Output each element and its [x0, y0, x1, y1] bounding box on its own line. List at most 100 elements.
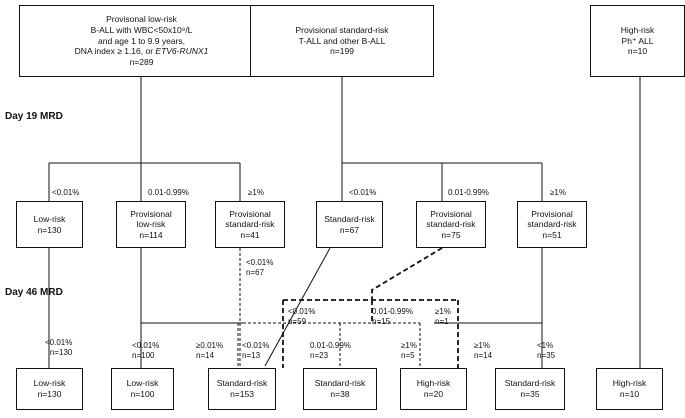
- mid-box-provisional-standard-risk-41: Provisional standard-risk n=41: [215, 201, 285, 248]
- d46-label-e: <0.01% n=13: [242, 341, 269, 360]
- bottom-2-n: n=100: [130, 389, 155, 399]
- d19-label-1: <0.01%: [52, 188, 80, 197]
- d46-label-h: ≥1% n=1: [435, 307, 451, 326]
- d46-a-n: n=130: [49, 347, 73, 357]
- top-std-line2: T-ALL and other B-ALL: [298, 35, 386, 46]
- d46-label-g: 0.01-0.99% n=15: [372, 307, 413, 326]
- d46-label-j: ≥1% n=5: [401, 341, 417, 360]
- top-low-n: n=289: [129, 56, 154, 67]
- d46-label-l: <1% n=35: [537, 341, 555, 360]
- d46-c-pct: ≥0.01%: [196, 341, 224, 350]
- d46-label-b: <0.01% n=100: [132, 341, 159, 360]
- mid-box-3-n: n=41: [240, 229, 260, 240]
- top-high-line1: High-risk: [620, 25, 655, 36]
- mid-box-2-n: n=114: [139, 229, 163, 240]
- bottom-6-line1: Standard-risk: [504, 378, 556, 389]
- d46-f-n: n=59: [288, 316, 307, 326]
- d46-label-f: <0.01% n=59: [288, 307, 315, 326]
- top-std-line1: Provisional standard-risk: [295, 25, 389, 36]
- d46-label-k: ≥1% n=14: [474, 341, 492, 360]
- d19-label-2: 0.01-0.99%: [148, 188, 189, 197]
- mid-box-5-line1: Provisional: [430, 208, 472, 219]
- mid-box-4-n: n=67: [339, 224, 360, 235]
- bottom-box-standard-risk-35: Standard-risk n=35: [495, 368, 565, 410]
- bottom-box-low-risk-130: Low-risk n=130: [16, 368, 83, 410]
- d46-e-pct: <0.01%: [242, 341, 270, 350]
- stage-day19: Day 19 MRD: [5, 111, 63, 122]
- bottom-2-line1: Low-risk: [126, 378, 159, 389]
- bottom-6-n: n=35: [520, 389, 540, 399]
- d46-j-pct: ≥1%: [401, 341, 417, 350]
- stage-day46: Day 46 MRD: [5, 287, 63, 298]
- bottom-4-line1: Standard-risk: [314, 378, 366, 389]
- bottom-box-standard-risk-38: Standard-risk n=38: [303, 368, 377, 410]
- d46-e-n: n=13: [242, 350, 261, 360]
- d19-label-5: 0.01-0.99%: [448, 188, 489, 197]
- mid-box-5-n: n=75: [441, 229, 461, 240]
- d46-a-pct: <0.01%: [45, 338, 73, 347]
- bottom-7-n: n=10: [619, 389, 640, 399]
- d46-h-pct: ≥1%: [435, 307, 451, 316]
- mid-box-1-n: n=130: [37, 224, 62, 235]
- mid-box-standard-risk-67: Standard-risk n=67: [316, 201, 383, 248]
- mid-box-provisional-standard-risk-75: Provisional standard-risk n=75: [416, 201, 486, 248]
- d46-l-n: n=35: [537, 350, 556, 360]
- mid-box-6-line2: standard-risk: [527, 219, 577, 230]
- connector-prov51-split: [434, 248, 543, 368]
- bottom-7-line1: High-risk: [612, 378, 647, 389]
- mid-box-6-line1: Provisional: [531, 208, 573, 219]
- mid-box-6-n: n=51: [542, 229, 562, 240]
- top-box-provisional-low-risk: Provisonal low-risk B-ALL with WBC<50x10…: [19, 5, 264, 77]
- d46-i-n: n=23: [310, 350, 329, 360]
- top-std-n: n=199: [330, 46, 354, 57]
- d46-k-n: n=14: [474, 350, 493, 360]
- top-low-line4-italic: ETV6-RUNX1: [155, 46, 209, 57]
- d46-d-pct: <0.01%: [246, 258, 274, 267]
- connector-low-trunk: [48, 76, 241, 201]
- d46-b-pct: <0.01%: [132, 341, 160, 350]
- bottom-box-high-risk-10: High-risk n=10: [596, 368, 663, 410]
- d46-k-pct: ≥1%: [474, 341, 490, 350]
- mid-box-2-line2: low-risk: [136, 219, 166, 230]
- bottom-1-line1: Low-risk: [33, 378, 66, 389]
- mid-box-2-line1: Provisional: [130, 208, 172, 219]
- connector-standard-trunk: [341, 76, 543, 201]
- d46-c-n: n=14: [196, 350, 215, 360]
- mid-box-5-line2: standard-risk: [426, 219, 476, 230]
- d46-label-c: ≥0.01% n=14: [196, 341, 223, 360]
- bottom-3-line1: Standard-risk: [216, 378, 268, 389]
- top-low-line1: Provisonal low-risk: [106, 14, 177, 25]
- top-box-provisional-standard-risk: Provisional standard-risk T-ALL and othe…: [250, 5, 434, 77]
- top-low-line2: B-ALL with WBC<50x10⁹/L: [90, 25, 193, 36]
- d46-g-n: n=15: [372, 316, 391, 326]
- top-low-line4: DNA index ≥ 1.16, or ETV6-RUNX1: [75, 46, 209, 57]
- d46-f-pct: <0.01%: [288, 307, 316, 316]
- d19-label-4: <0.01%: [349, 188, 377, 197]
- d46-label-i: 0.01-0.99% n=23: [310, 341, 351, 360]
- d46-h-n: n=1: [435, 316, 449, 326]
- d46-l-pct: <1%: [537, 341, 554, 350]
- mid-box-1-line1: Low-risk: [33, 213, 66, 224]
- connector-provlow-split: [140, 248, 243, 368]
- bottom-box-low-risk-100: Low-risk n=100: [111, 368, 174, 410]
- d46-i-pct: 0.01-0.99%: [310, 341, 351, 350]
- d46-g-pct: 0.01-0.99%: [372, 307, 413, 316]
- d46-d-n: n=67: [246, 267, 265, 277]
- top-high-n: n=10: [627, 46, 648, 57]
- top-box-high-risk: High-risk Ph⁺ ALL n=10: [590, 5, 685, 77]
- mid-box-low-risk-130: Low-risk n=130: [16, 201, 83, 248]
- bottom-box-high-risk-20: High-risk n=20: [400, 368, 467, 410]
- d19-label-3: ≥1%: [248, 188, 264, 197]
- bottom-4-n: n=38: [330, 389, 350, 399]
- d46-label-a: <0.01% n=130: [45, 338, 72, 357]
- mid-box-4-line1: Standard-risk: [324, 213, 375, 224]
- bottom-5-line1: High-risk: [416, 378, 451, 389]
- mid-box-provisional-low-risk-114: Provisional low-risk n=114: [116, 201, 186, 248]
- top-low-line4-prefix: DNA index ≥ 1.16, or: [74, 46, 156, 57]
- bottom-3-n: n=153: [230, 389, 254, 399]
- connector-std67: [264, 247, 331, 367]
- mid-box-3-line1: Provisional: [229, 208, 271, 219]
- mid-box-3-line2: standard-risk: [225, 219, 275, 230]
- top-low-line3: and age 1 to 9.9 years,: [98, 35, 185, 46]
